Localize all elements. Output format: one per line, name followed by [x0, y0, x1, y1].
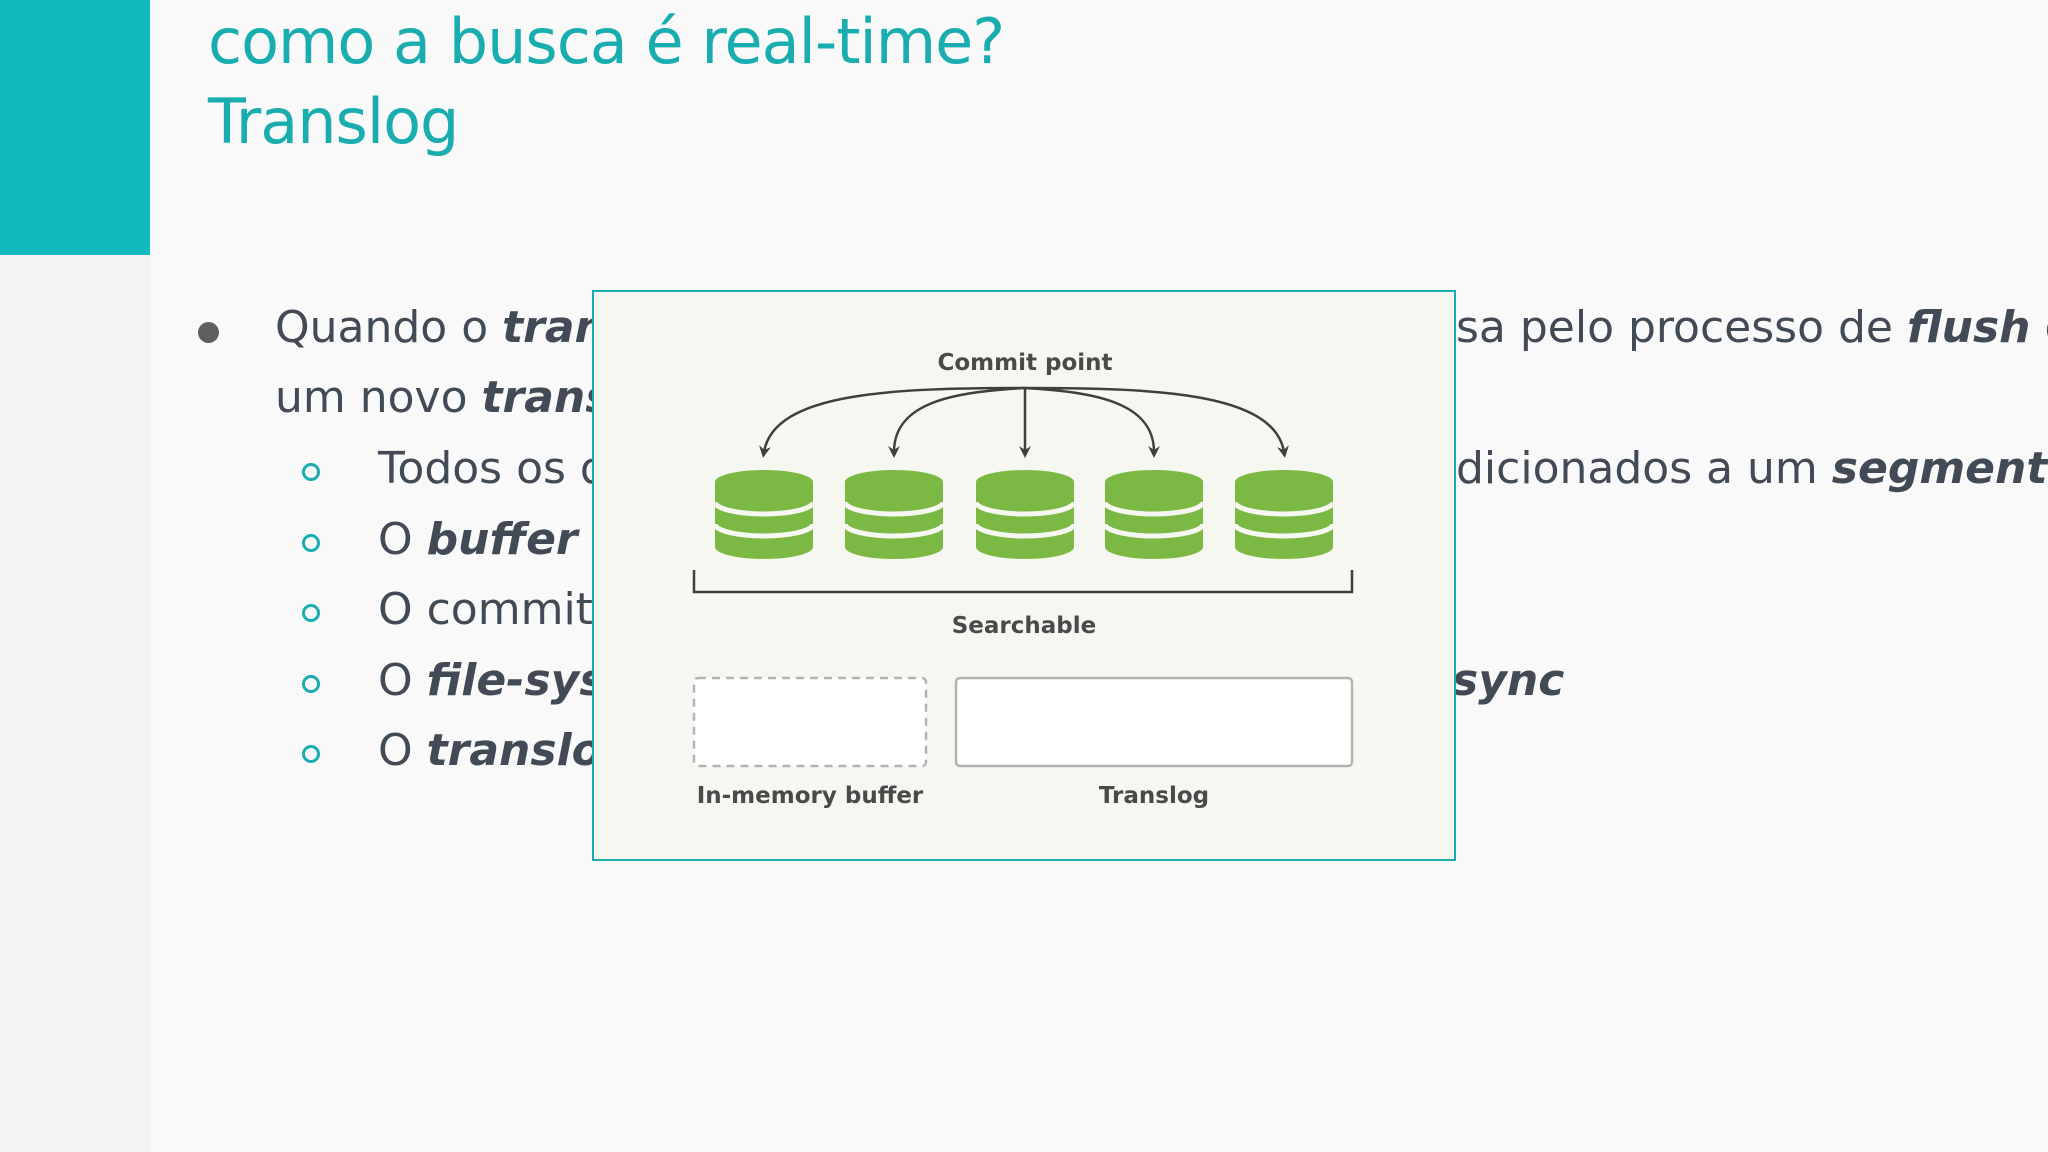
accent-block: [0, 0, 150, 255]
bullet-dot: [198, 322, 219, 343]
sub-bullet-ring: [302, 534, 320, 552]
sub-bullet-4-right: sync: [1452, 655, 1564, 706]
emphasis: buffer: [426, 514, 578, 565]
in-memory-buffer-box: [692, 676, 928, 768]
sub-bullet-1-left: Todos os d: [378, 443, 608, 494]
sub-bullet-ring: [302, 745, 320, 763]
text: O commit-: [378, 584, 609, 635]
sub-bullet-1-right: dicionados a um segment: [1456, 443, 2047, 494]
arrow-4: [1024, 386, 1160, 458]
segment-icon: [1232, 470, 1336, 559]
arrow-5: [1024, 386, 1289, 458]
segment-icon: [842, 470, 946, 559]
text: sa pelo processo de: [1456, 302, 1907, 353]
segment-icon: [712, 470, 816, 559]
sub-bullet-2: O buffer é: [378, 514, 619, 565]
commit-arrows: [759, 386, 1289, 458]
sub-bullet-4-left: O file-syst: [378, 655, 627, 706]
searchable-label: Searchable: [952, 613, 1097, 639]
slide-title: como a busca é real-time? Translog: [208, 2, 1005, 162]
segment-icon: [973, 470, 1077, 559]
emphasis: tran: [502, 302, 606, 353]
segments-group: [712, 470, 1336, 559]
sub-bullet-ring: [302, 463, 320, 481]
arrow-2: [888, 386, 1026, 458]
commit-point-label: Commit point: [937, 350, 1112, 376]
text: Quando o: [275, 302, 503, 353]
sub-bullet-ring: [302, 675, 320, 693]
slide-title-line1: como a busca é real-time?: [208, 5, 1005, 78]
emphasis: flush: [1906, 302, 2031, 353]
emphasis: trans: [481, 372, 612, 423]
translog-diagram: Commit point Searchable In-memory buffer…: [592, 290, 1456, 861]
emphasis: sync: [1452, 655, 1565, 706]
text: O: [378, 514, 427, 565]
in-memory-buffer-label: In-memory buffer: [697, 783, 924, 809]
translog-label: Translog: [1099, 783, 1209, 809]
bullet-main-1-right: sa pelo processo de flush e: [1456, 302, 2048, 353]
emphasis: segment: [1831, 443, 2048, 494]
bullet-main-1-left: Quando o tran: [275, 302, 606, 353]
searchable-bracket: [692, 570, 1354, 594]
text: O: [378, 725, 427, 776]
sub-bullet-ring: [302, 604, 320, 622]
diagram-svg: Commit point Searchable In-memory buffer…: [692, 350, 1354, 809]
bullet-main-1-cont: um novo trans: [275, 372, 611, 423]
text: Todos os d: [378, 443, 608, 494]
slide-title-line2: Translog: [208, 85, 459, 158]
sub-bullet-3: O commit-: [378, 584, 609, 635]
text: e: [2030, 302, 2048, 353]
translog-box: [954, 676, 1354, 768]
text: O: [378, 655, 427, 706]
segment-icon: [1102, 470, 1206, 559]
text: dicionados a um: [1456, 443, 1832, 494]
arrow-1: [759, 386, 1026, 458]
text: um novo: [275, 372, 482, 423]
